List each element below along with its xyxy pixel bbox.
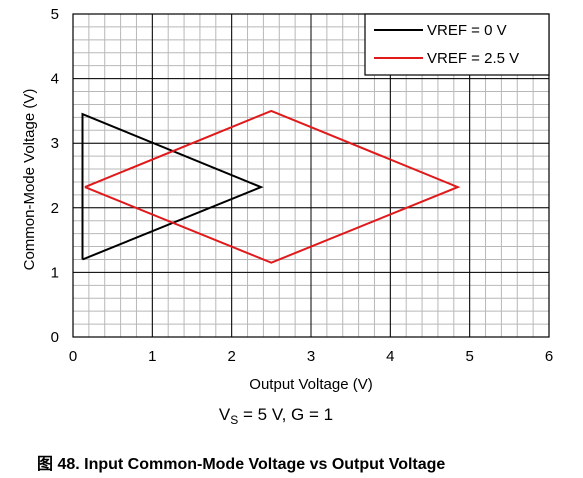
legend-label-vref-0: VREF = 0 V [427,22,507,39]
test-conditions: VS = 5 V, G = 1 [219,405,333,427]
y-tick-label: 4 [51,71,59,88]
y-tick-label: 1 [51,264,59,281]
x-tick-label: 3 [307,348,315,365]
x-tick-labels: 0 1 2 3 4 5 6 [69,348,553,365]
x-tick-label: 0 [69,348,77,365]
x-axis-title: Output Voltage (V) [249,376,372,393]
y-tick-label: 3 [51,135,59,152]
x-tick-label: 1 [148,348,156,365]
series-line-0 [81,112,264,261]
x-tick-label: 5 [465,348,473,365]
y-tick-label: 0 [51,329,59,346]
plot-frame [72,13,550,338]
legend: VREF = 0 V VREF = 2.5 V [364,13,550,76]
x-tick-label: 6 [545,348,553,365]
y-tick-label: 2 [51,200,59,217]
y-tick-label: 5 [51,6,59,23]
legend-label-vref-2-5: VREF = 2.5 V [427,50,519,67]
series-line-1 [84,109,461,264]
series-layer [81,109,461,264]
cond-prefix: V [219,405,231,424]
y-axis-title: Common-Mode Voltage (V) [21,89,38,271]
y-tick-labels: 0 1 2 3 4 5 [51,6,59,346]
figure-caption: 图 48. Input Common-Mode Voltage vs Outpu… [37,455,445,473]
x-tick-label: 4 [386,348,394,365]
cond-subscript: S [230,413,238,427]
x-tick-label: 2 [227,348,235,365]
legend-box [364,13,550,76]
cond-rest: = 5 V, G = 1 [238,405,333,424]
